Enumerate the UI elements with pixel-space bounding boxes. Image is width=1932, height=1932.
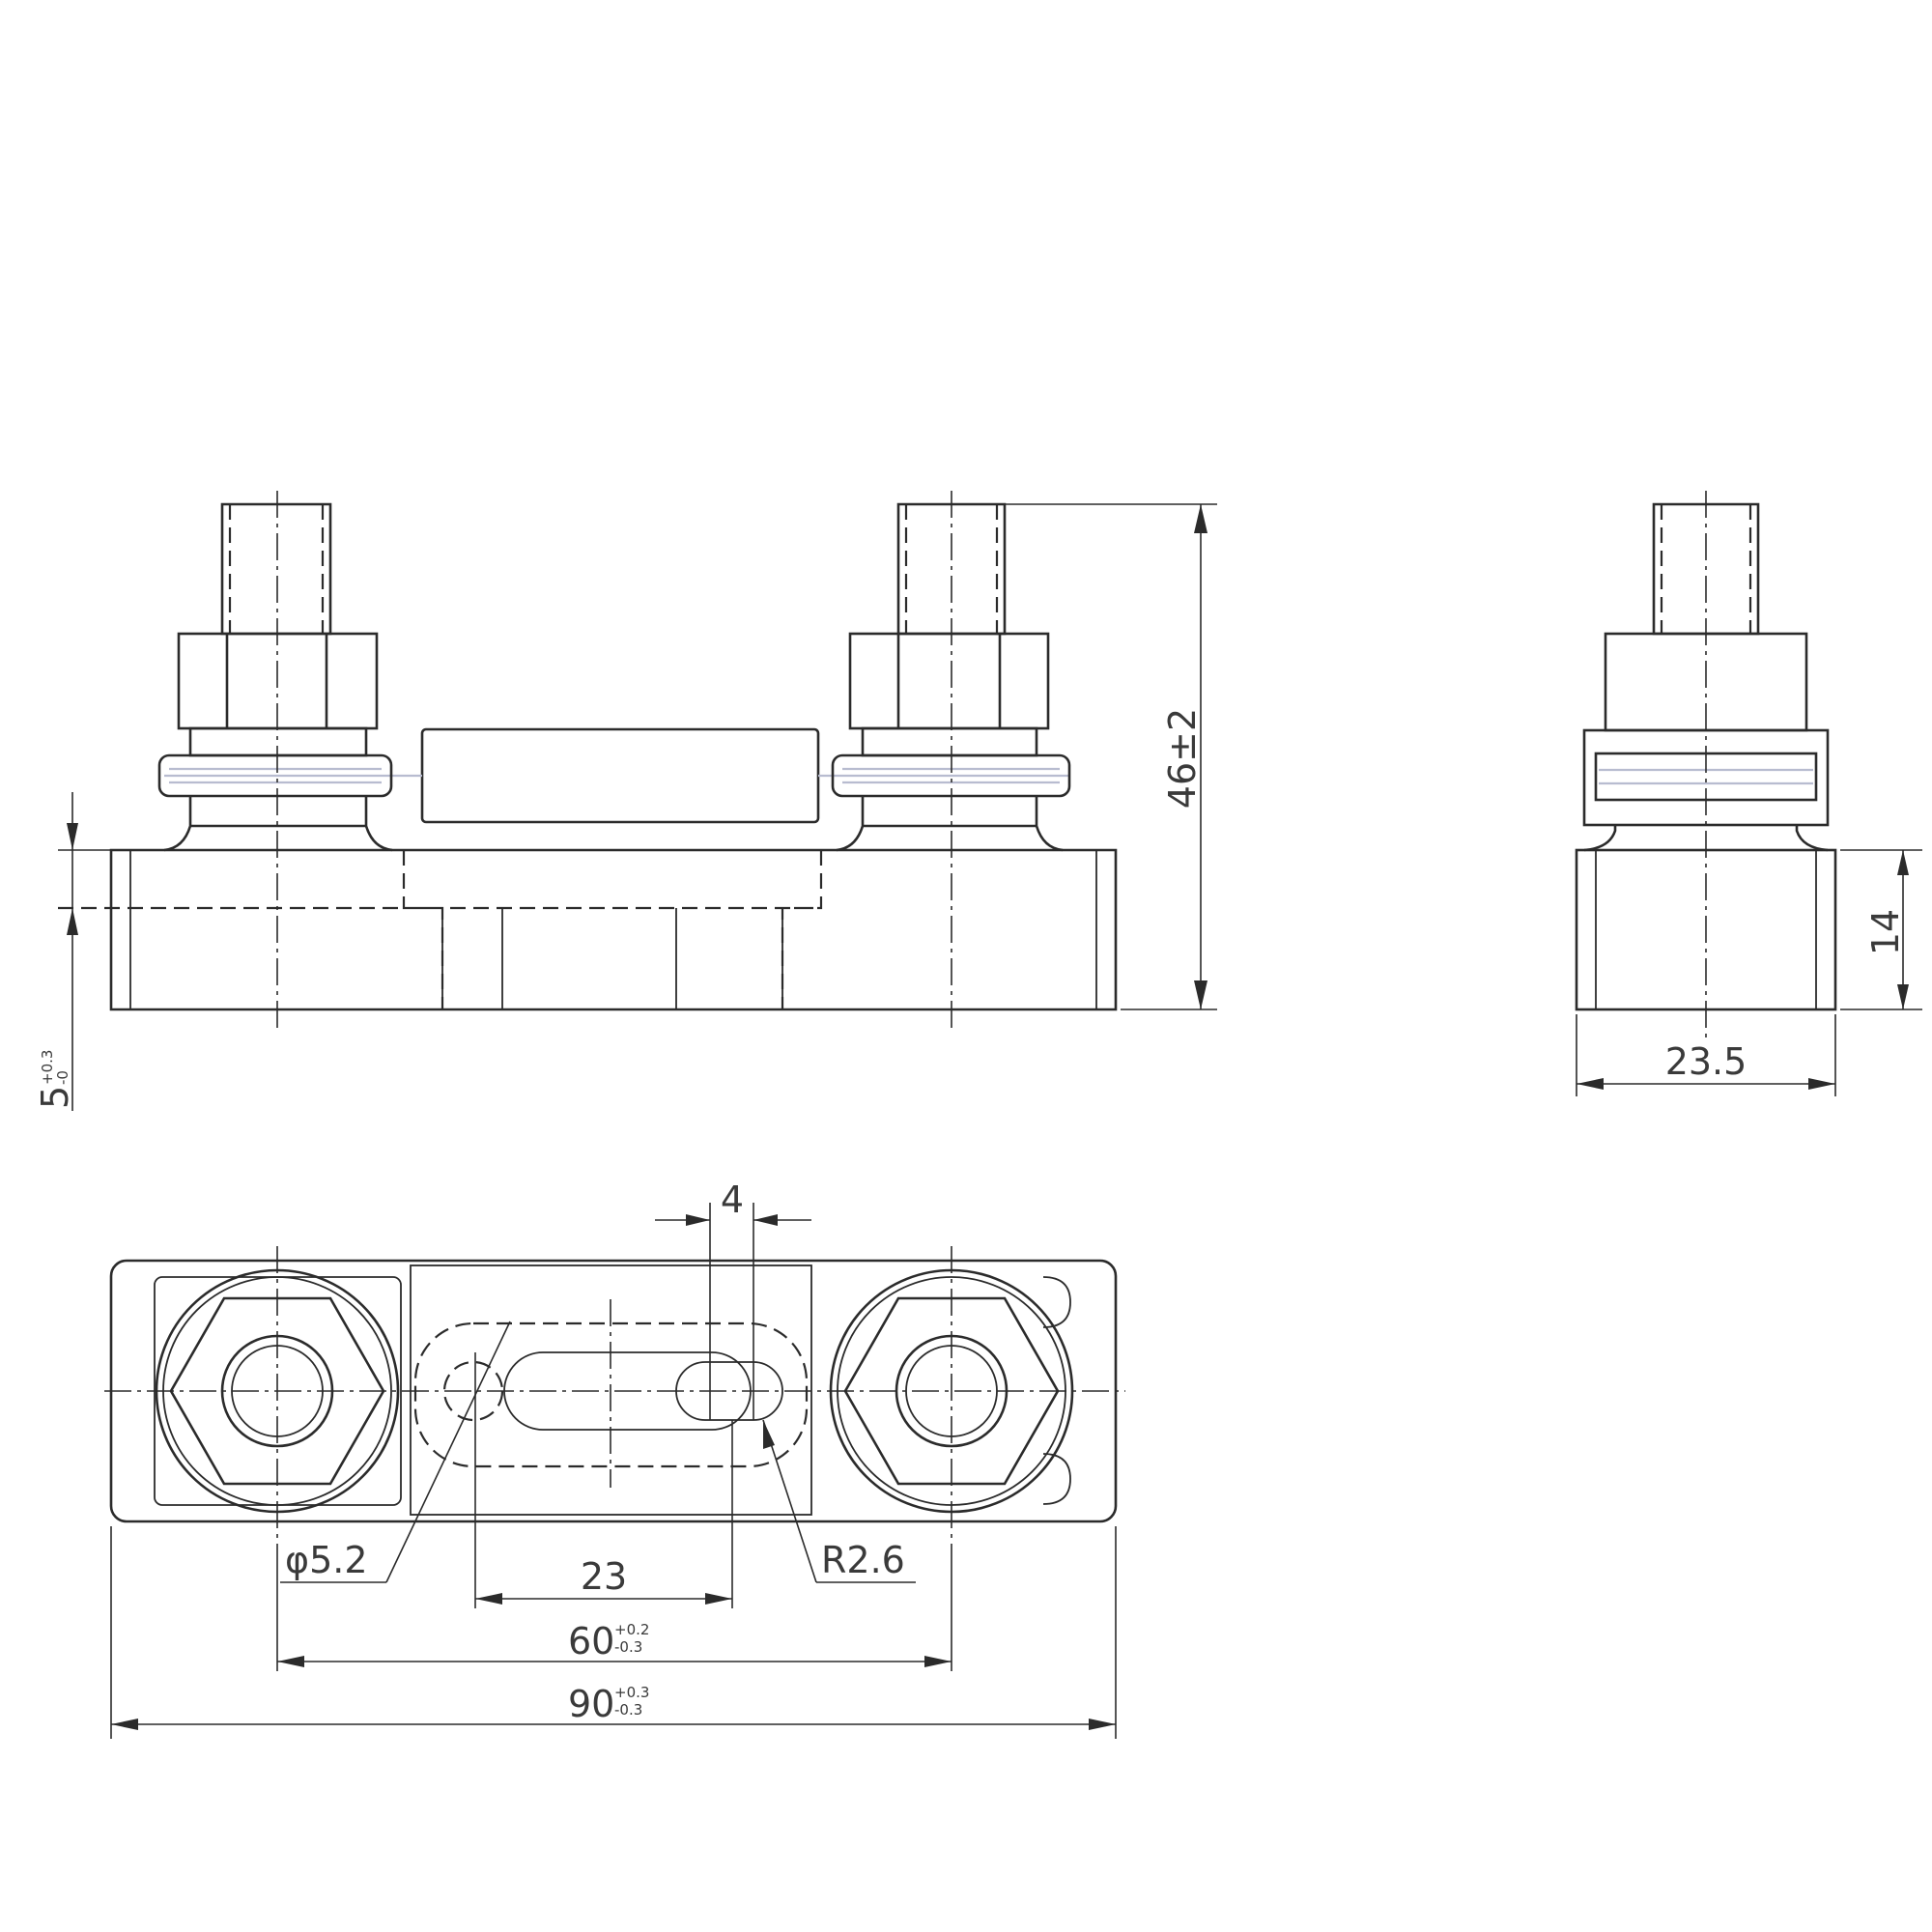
dim-slot-span: 23 xyxy=(581,1555,627,1598)
dim-side-height: 14 xyxy=(1864,909,1907,955)
dim-hole-diameter: φ5.2 xyxy=(285,1539,368,1581)
dim-base-offset-lower: -0 xyxy=(54,1070,71,1085)
front-view: 46±2 5 +0.3 -0 xyxy=(34,491,1217,1111)
dim-stud-pitch-lower: -0.3 xyxy=(614,1638,642,1656)
dim-overall-length-value: 90 xyxy=(568,1683,614,1725)
dim-base-offset: 5 +0.3 -0 xyxy=(34,1050,76,1109)
dim-stud-pitch-upper: +0.2 xyxy=(614,1621,649,1638)
dim-slot-radius: R2.6 xyxy=(821,1539,905,1581)
dim-base-offset-upper: +0.3 xyxy=(39,1050,56,1085)
dim-overall-height: 46±2 xyxy=(1161,708,1204,809)
dim-slot-width: 4 xyxy=(721,1179,744,1221)
dim-stud-pitch-value: 60 xyxy=(568,1620,614,1662)
side-view: 14 23.5 xyxy=(1575,491,1922,1096)
dim-overall-length: 90 +0.3 -0.3 xyxy=(568,1683,649,1725)
dim-stud-pitch: 60 +0.2 -0.3 xyxy=(568,1620,649,1662)
left-stud xyxy=(157,491,393,1034)
dim-overall-length-lower: -0.3 xyxy=(614,1701,642,1719)
right-stud xyxy=(831,491,1071,1034)
dim-base-offset-value: 5 xyxy=(34,1086,76,1109)
top-view: 4 φ5.2 R2.6 23 60 +0.2 -0.3 xyxy=(104,1179,1125,1739)
dim-overall-length-upper: +0.3 xyxy=(614,1684,649,1701)
dim-side-width: 23.5 xyxy=(1665,1040,1747,1083)
